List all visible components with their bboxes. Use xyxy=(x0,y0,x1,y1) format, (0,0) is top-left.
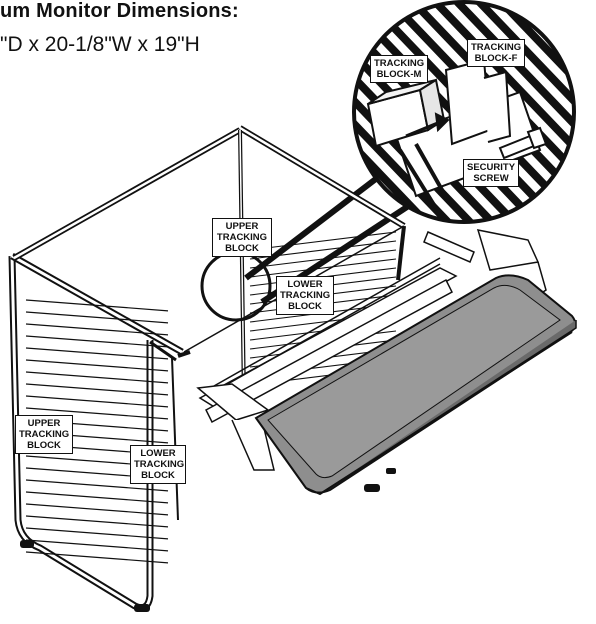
feet xyxy=(20,468,396,612)
zoom-parts xyxy=(366,58,548,210)
label-upper-tracking-block-left: UPPER TRACKING BLOCK xyxy=(15,415,73,454)
slide-rail-assembly xyxy=(196,229,547,471)
left-wire-rack xyxy=(25,299,169,564)
monitor-dimensions-title: um Monitor Dimensions: xyxy=(0,0,239,22)
label-tracking-block-m: TRACKING BLOCK-M xyxy=(370,55,428,83)
monitor-dimensions-value: "D x 20-1/8"W x 19"H xyxy=(0,33,200,56)
keyboard-tray xyxy=(254,274,577,496)
label-lower-tracking-block-top: LOWER TRACKING BLOCK xyxy=(276,276,334,315)
label-tracking-block-f: TRACKING BLOCK-F xyxy=(467,39,525,67)
label-upper-tracking-block-top: UPPER TRACKING BLOCK xyxy=(212,218,272,257)
tracking-block-highlight-circle xyxy=(200,250,272,322)
left-side-frame xyxy=(8,252,184,612)
label-lower-tracking-block-left: LOWER TRACKING BLOCK xyxy=(130,445,186,484)
label-security-screw: SECURITY SCREW xyxy=(463,159,519,187)
zoom-detail xyxy=(352,0,576,224)
